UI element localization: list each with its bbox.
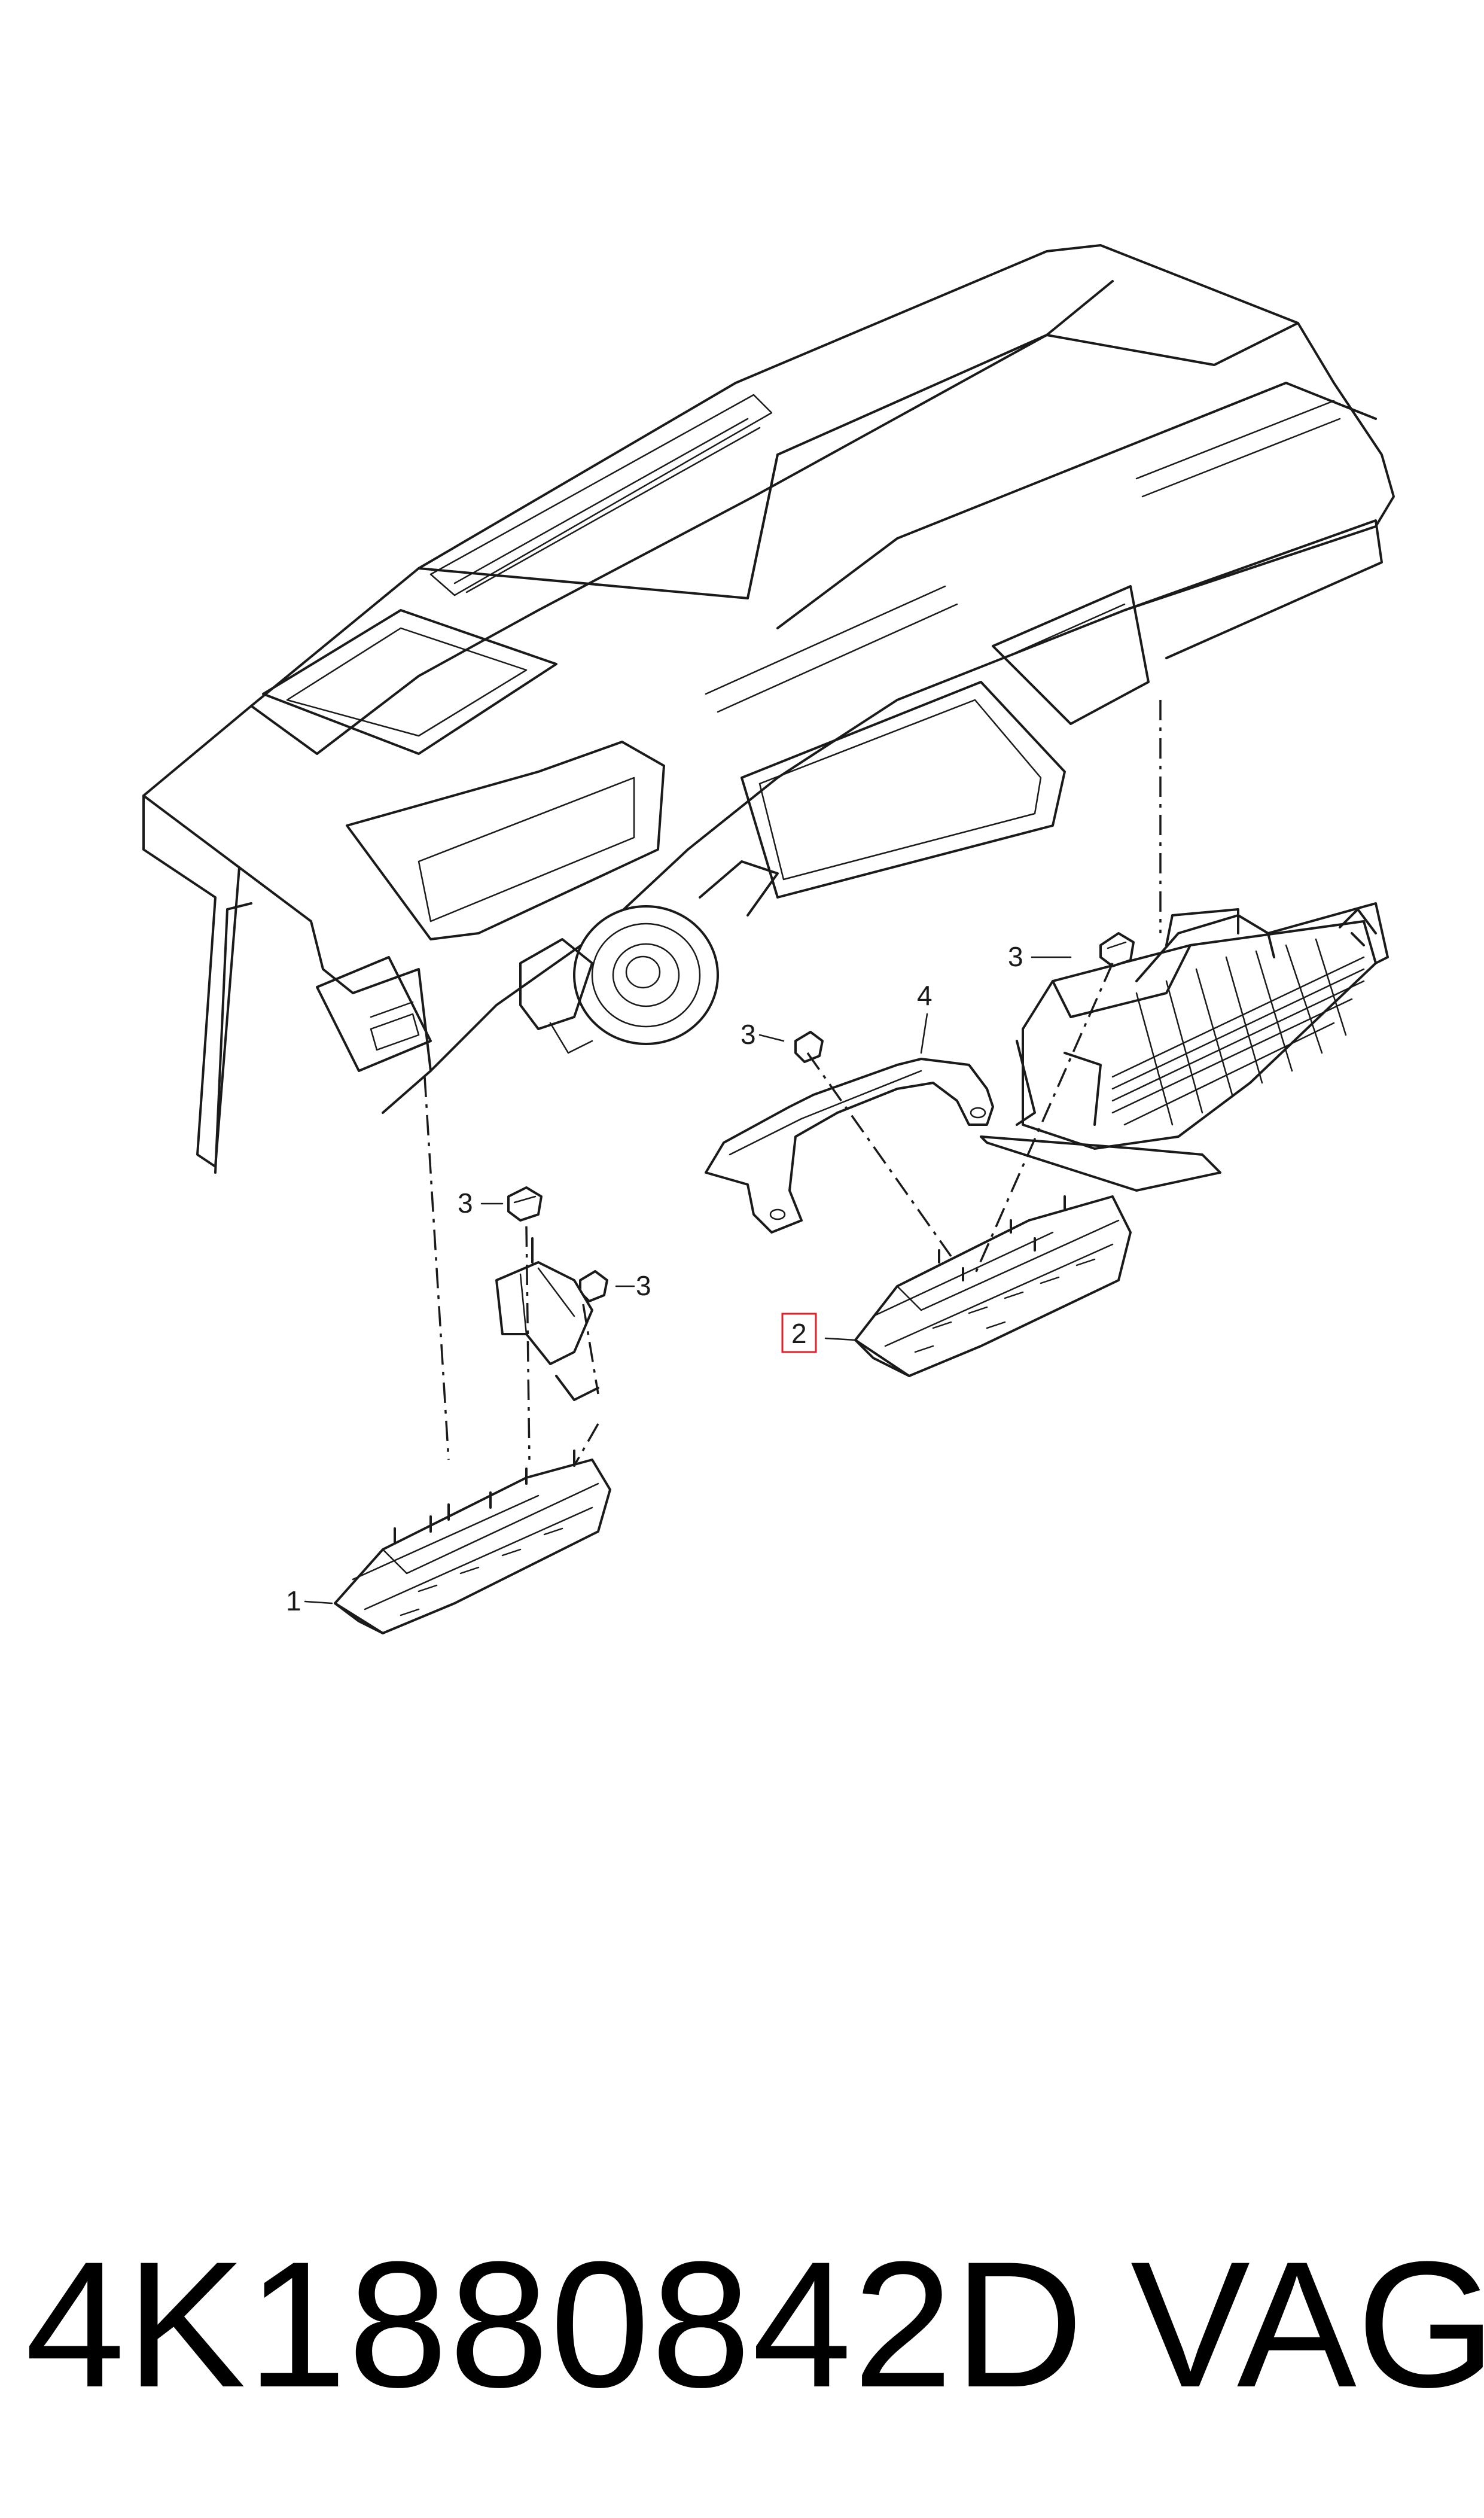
knee-airbag-module-1 (334, 1450, 611, 1634)
assembly-center-lines (423, 700, 1162, 1466)
fixing-nut-3-left-upper (507, 1186, 543, 1222)
airbag-1-ribs (400, 1527, 563, 1616)
airbag-2-ribs (914, 1258, 1096, 1353)
callout-4: 4 (917, 980, 933, 1011)
dashboard-assembly (142, 244, 1395, 1174)
callout-3-bracket: 3 (741, 1019, 756, 1050)
glovebox-housing (980, 902, 1389, 1192)
callout-3-left-lower: 3 (636, 1270, 651, 1301)
callout-3-left-upper: 3 (458, 1188, 473, 1219)
callout-leaders (304, 956, 1072, 1604)
callout-1: 1 (286, 1585, 301, 1616)
callout-2: 2 (791, 1318, 807, 1349)
part-number: 4K1880842D (25, 2224, 1085, 2425)
callout-3-top-right: 3 (1008, 941, 1023, 972)
left-mounting-bracket (495, 1237, 599, 1401)
highlighted-callout-box (781, 1313, 817, 1353)
airbag-2-studs (938, 1195, 1066, 1281)
clip-3-bracket (794, 1031, 824, 1063)
glovebox-grid (1111, 938, 1365, 1126)
fixing-nut-3-top-right (1099, 932, 1135, 967)
brand-name: VAG (1130, 2224, 1484, 2425)
airbag-1-studs (394, 1450, 575, 1545)
knee-airbag-module-2 (854, 1195, 1132, 1377)
bracket-part-4 (705, 1058, 994, 1234)
